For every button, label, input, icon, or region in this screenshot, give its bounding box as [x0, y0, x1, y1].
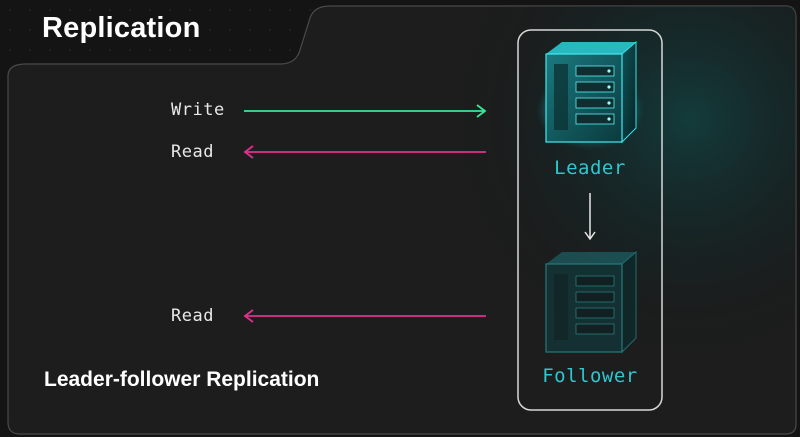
server-icon [545, 250, 637, 354]
write-arrow [244, 104, 487, 118]
server-icon [542, 40, 638, 144]
page-title: Replication [42, 12, 201, 44]
node-container [517, 29, 663, 411]
read-arrow-leader [243, 145, 486, 159]
write-label: Write [171, 100, 225, 120]
replication-arrow [584, 193, 596, 241]
read-label-leader: Read [171, 142, 214, 162]
follower-label: Follower [542, 365, 638, 387]
read-label-follower: Read [171, 306, 214, 326]
leader-label: Leader [554, 157, 626, 179]
read-arrow-follower [243, 309, 486, 323]
diagram-caption: Leader-follower Replication [44, 368, 320, 391]
